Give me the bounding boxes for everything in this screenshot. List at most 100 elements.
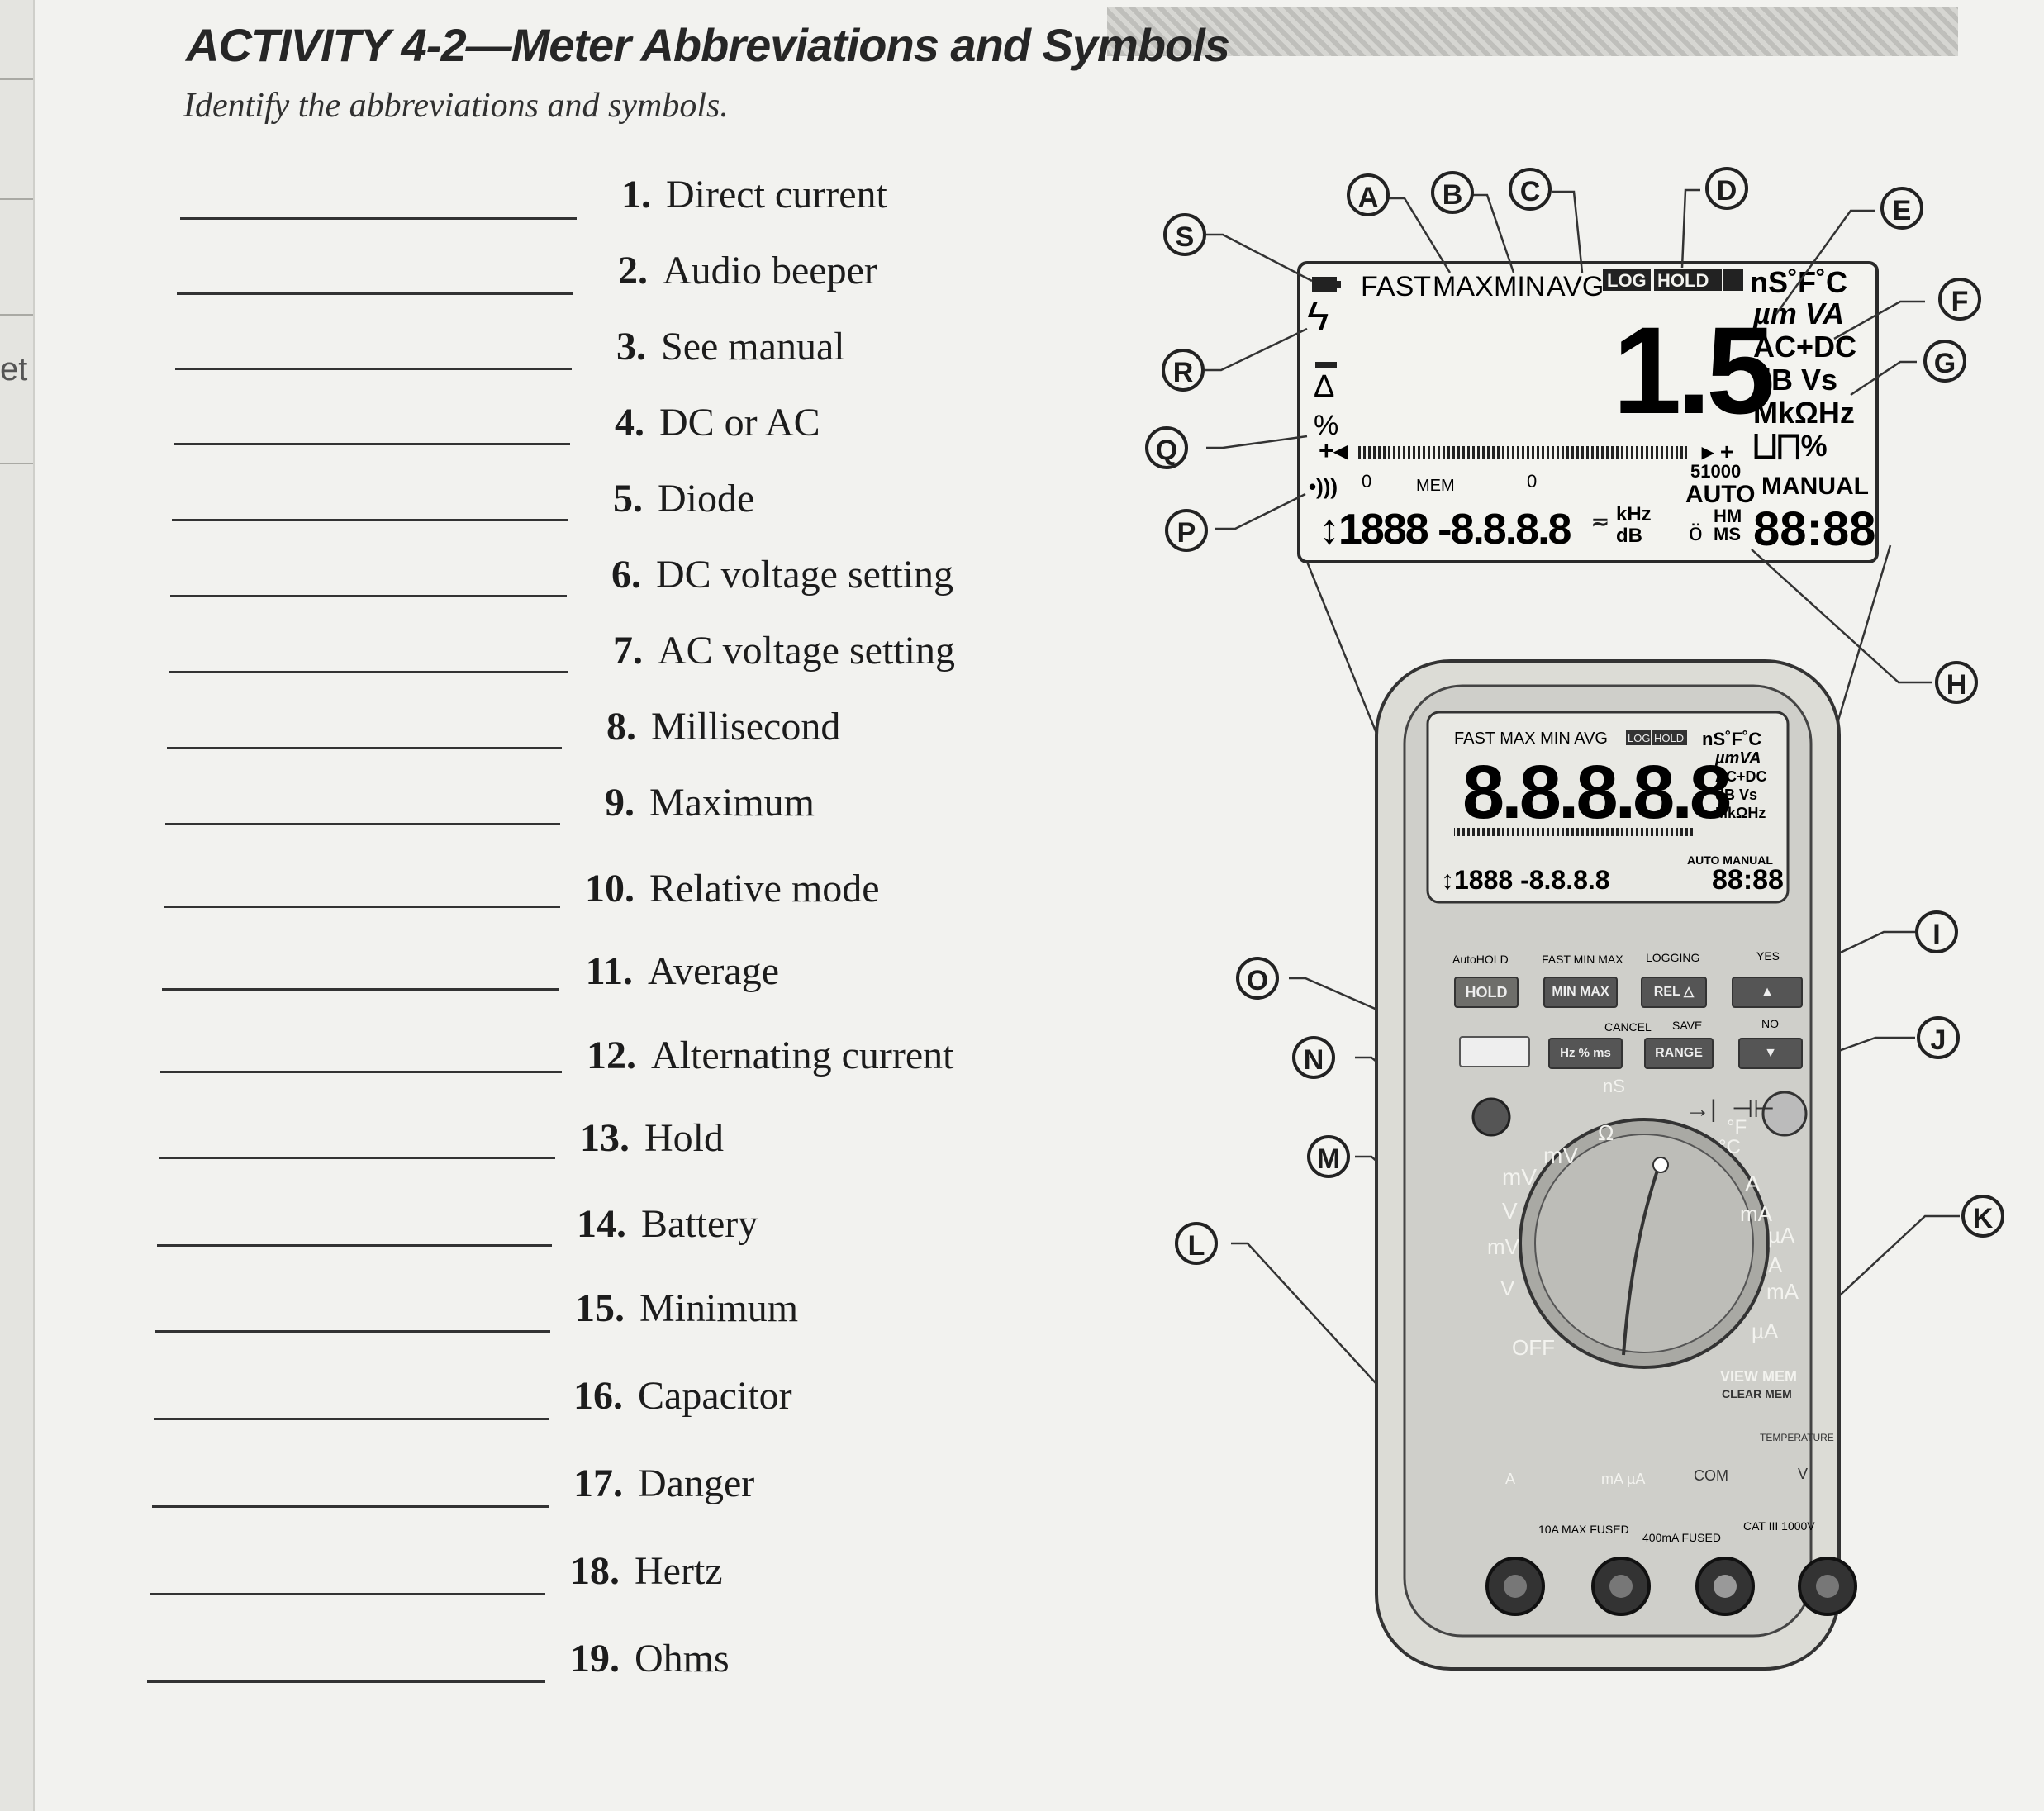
lcd-main-reading: 1.5 [1613, 301, 1772, 440]
lcd-avg: AVG [1547, 271, 1604, 302]
dial-knob [1534, 1134, 1754, 1353]
question-number: 13. [580, 1116, 630, 1160]
dial-label-ma2: mA [1766, 1279, 1799, 1304]
backlight-key[interactable] [1459, 1036, 1530, 1067]
leader-q [1206, 435, 1308, 449]
edge-rule [0, 463, 33, 464]
lcd-log: LOG [1607, 270, 1647, 291]
min-max-button[interactable]: MIN MAX [1543, 977, 1618, 1008]
leader-lcd-right [1788, 544, 1892, 885]
capacitor-symbol-icon: ⊣⊢ [1732, 1096, 1775, 1123]
hz-percent-ms-button[interactable]: Hz % ms [1548, 1038, 1623, 1069]
question-number: 5. [613, 477, 643, 520]
edge-rule [0, 314, 33, 316]
question-text: AC voltage setting [658, 629, 955, 673]
answer-blank[interactable] [170, 595, 567, 597]
up-arrow-button[interactable]: ▲ [1732, 977, 1803, 1008]
answer-blank[interactable] [164, 906, 560, 908]
leader-n [1355, 1056, 1503, 1166]
question-text: Audio beeper [663, 249, 877, 292]
question-number: 8. [606, 705, 636, 749]
answer-blank[interactable] [150, 1593, 545, 1595]
lcd-plus-arrow: +◂ [1319, 435, 1348, 465]
battery-icon [1312, 277, 1337, 292]
meter-units: nS˚F˚C [1702, 729, 1761, 749]
question-text: Diode [658, 477, 755, 520]
jack-label-com: COM [1694, 1467, 1728, 1484]
leader-g [1850, 360, 1917, 397]
lcd-ms: MS [1714, 524, 1741, 544]
lcd-percent: % [1314, 410, 1338, 441]
lcd-hold: HOLD [1657, 270, 1709, 291]
lbl-cancel: CANCEL [1604, 1020, 1652, 1034]
answer-blank[interactable] [180, 217, 577, 220]
meter-units4: dB Vs [1715, 787, 1757, 803]
answer-blank[interactable] [174, 443, 570, 445]
lcd-max: MAX [1433, 271, 1494, 302]
callout-m: M [1307, 1135, 1350, 1178]
jack-label-ma-ua: mA µA [1601, 1471, 1645, 1487]
callout-g: G [1923, 340, 1966, 383]
question-text: See manual [661, 325, 845, 368]
temperature-label: TEMPERATURE [1760, 1432, 1834, 1443]
lcd-secondary-digits: ↕1888 -8.8.8.8 [1319, 506, 1571, 554]
lcd-db-vs: dB Vs [1753, 363, 1837, 397]
lcd-scale-zero: 0 [1362, 471, 1371, 492]
battery-tip [1337, 281, 1341, 288]
minus-sign-icon [1315, 362, 1337, 368]
fuse-label-400ma: 400mA FUSED [1642, 1531, 1721, 1544]
answer-blank[interactable] [165, 823, 560, 825]
answer-blank[interactable] [169, 671, 568, 673]
leader-e [1775, 209, 1875, 315]
down-arrow-button[interactable]: ▼ [1738, 1038, 1803, 1069]
question-number: 4. [615, 401, 644, 444]
question-text: Maximum [649, 781, 815, 825]
question-text: DC or AC [659, 401, 820, 444]
question-number: 19. [570, 1637, 620, 1680]
lbl-yes: YES [1756, 949, 1780, 963]
lcd-min: MIN [1494, 271, 1545, 302]
backlight-button [1471, 1097, 1511, 1137]
range-button[interactable]: RANGE [1644, 1038, 1714, 1069]
timer-icon: ö [1689, 519, 1703, 546]
rel-button[interactable]: REL △ [1641, 977, 1707, 1008]
leader-k [1784, 1214, 1960, 1348]
lcd-log-badge [1603, 269, 1651, 291]
answer-blank[interactable] [175, 368, 572, 370]
meter-hold: HOLD [1654, 732, 1684, 744]
question-number: 11. [585, 949, 633, 993]
view-mem-label: VIEW MEM [1720, 1368, 1797, 1385]
activity-title: ACTIVITY 4-2—Meter Abbreviations and Sym… [186, 19, 1230, 71]
answer-blank[interactable] [177, 292, 573, 295]
lcd-db: dB [1616, 525, 1642, 547]
rotary-dial [1519, 1118, 1770, 1369]
danger-bolt-icon: ϟ [1307, 293, 1329, 340]
answer-blank[interactable] [157, 1244, 552, 1247]
lcd-display [1297, 261, 1879, 563]
callout-f: F [1938, 278, 1981, 321]
audio-beeper-icon: •))) [1309, 474, 1338, 499]
answer-blank[interactable] [162, 988, 559, 991]
answer-blank[interactable] [160, 1071, 562, 1073]
bar-graph [1357, 446, 1687, 459]
answer-blank[interactable] [159, 1157, 555, 1159]
answer-blank[interactable] [155, 1330, 550, 1333]
answer-blank[interactable] [152, 1505, 549, 1508]
answer-blank[interactable] [172, 519, 568, 521]
answer-blank[interactable] [167, 747, 562, 749]
lcd-fast: FAST [1361, 271, 1431, 302]
lcd-hold-badge [1654, 269, 1722, 291]
hold-button[interactable]: HOLD [1454, 977, 1519, 1008]
question-number: 17. [573, 1462, 623, 1505]
callout-s: S [1163, 213, 1206, 256]
callout-h: H [1935, 661, 1978, 704]
question-text: Relative mode [649, 867, 880, 910]
answer-blank[interactable] [154, 1418, 549, 1420]
edge-text: et [0, 351, 28, 387]
question-number: 3. [616, 325, 646, 368]
leader-l [1231, 1242, 1571, 1595]
jack-com [1695, 1557, 1755, 1616]
answer-blank[interactable] [147, 1680, 545, 1683]
callout-q: Q [1145, 426, 1188, 469]
jack-v-hole [1816, 1575, 1839, 1598]
